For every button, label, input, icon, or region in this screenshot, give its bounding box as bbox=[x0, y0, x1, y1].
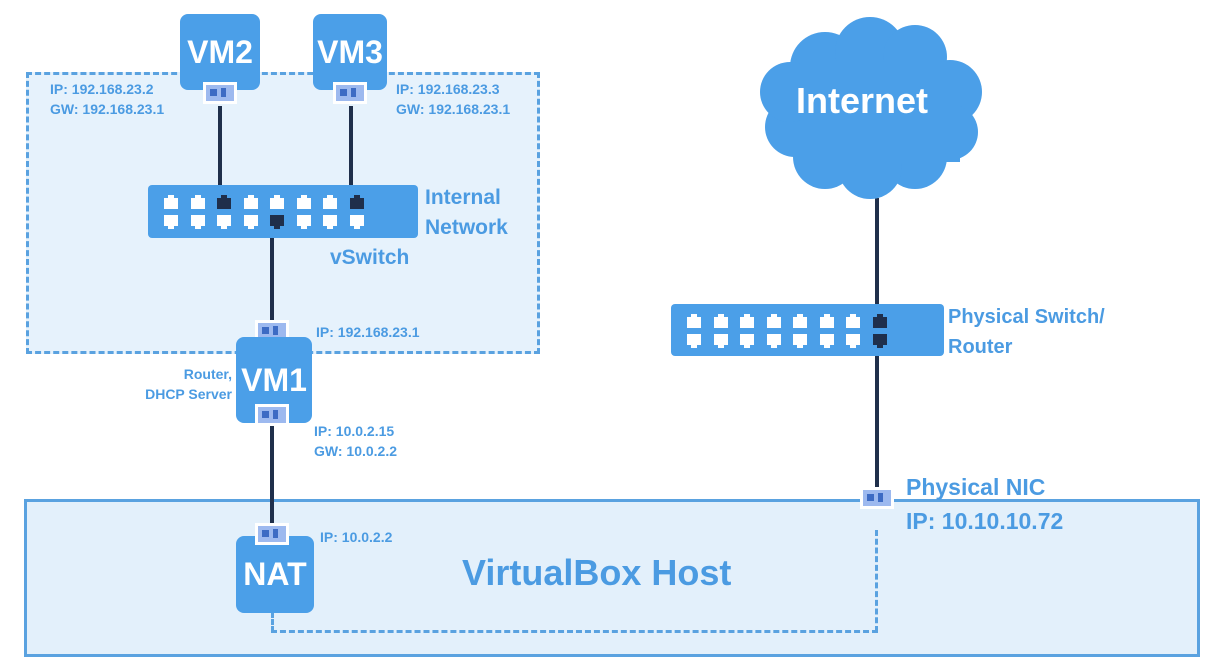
switch-port bbox=[793, 314, 807, 328]
switch-port bbox=[323, 215, 337, 229]
physical-nic-icon bbox=[860, 487, 894, 509]
physical-switch-label-line1: Physical Switch/ bbox=[948, 306, 1105, 328]
vm1-external-ip-label: IP: 10.0.2.15 GW: 10.0.2.2 bbox=[314, 421, 397, 461]
host-path-nat-down bbox=[271, 612, 274, 632]
vm1-internal-nic-icon bbox=[255, 320, 289, 342]
switch-port bbox=[740, 314, 754, 328]
host-path-horizontal bbox=[271, 630, 878, 633]
host-label: VirtualBox Host bbox=[462, 552, 732, 593]
cloud-icon bbox=[760, 17, 982, 199]
nat-name: NAT bbox=[243, 556, 307, 592]
physical-switch-label: Physical Switch/ Router bbox=[948, 302, 1105, 362]
switch-port bbox=[713, 314, 728, 328]
vm3-name: VM3 bbox=[317, 33, 383, 70]
switch-port bbox=[190, 215, 205, 229]
vm1-role-line2: DHCP Server bbox=[145, 386, 232, 402]
vm1-external-ip: IP: 10.0.2.15 bbox=[314, 423, 395, 439]
wire-switch-vm1 bbox=[270, 222, 274, 322]
internal-network-label-line1: Internal bbox=[425, 186, 501, 209]
physical-nic-name: Physical NIC bbox=[906, 474, 1046, 500]
vm3-ip: IP: 192.168.23.3 bbox=[396, 81, 500, 97]
switch-port bbox=[243, 215, 258, 229]
vm2-gw: GW: 192.168.23.1 bbox=[50, 101, 165, 117]
switch-port bbox=[793, 334, 807, 348]
internet-cloud[interactable] bbox=[755, 12, 995, 202]
switch-port bbox=[190, 195, 205, 209]
switch-port bbox=[296, 215, 311, 229]
switch-port bbox=[217, 215, 231, 229]
wire-physswitch-nic bbox=[875, 340, 879, 488]
wire-vm3-switch bbox=[349, 106, 353, 198]
physical-switch-label-line2: Router bbox=[948, 336, 1013, 358]
vm1-external-nic-icon bbox=[255, 404, 289, 426]
switch-port bbox=[846, 314, 860, 328]
switch-port bbox=[872, 314, 887, 328]
switch-port bbox=[243, 195, 258, 209]
vm1-role-line1: Router, bbox=[183, 366, 232, 382]
switch-port bbox=[687, 314, 701, 328]
vm3-box[interactable]: VM3 bbox=[313, 14, 387, 90]
switch-port bbox=[349, 195, 364, 209]
vm2-nic-icon bbox=[203, 82, 237, 104]
switch-port bbox=[323, 195, 337, 209]
vm2-ip-label: IP: 192.168.23.2 GW: 192.168.23.1 bbox=[50, 79, 164, 119]
vm1-internal-ip: IP: 192.168.23.1 bbox=[316, 324, 420, 340]
vm3-nic-icon bbox=[333, 82, 367, 104]
switch-port bbox=[349, 215, 364, 229]
switch-port bbox=[872, 334, 887, 348]
vm2-ip: IP: 192.168.23.2 bbox=[50, 81, 154, 97]
vm2-name: VM2 bbox=[187, 33, 253, 70]
switch-port bbox=[766, 314, 781, 328]
host-path-nic-down bbox=[875, 530, 878, 632]
internet-label: Internet bbox=[796, 80, 929, 121]
vm3-ip-label: IP: 192.168.23.3 GW: 192.168.23.1 bbox=[396, 79, 510, 119]
switch-port bbox=[164, 215, 178, 229]
switch-port bbox=[846, 334, 860, 348]
physical-nic-label: Physical NIC IP: 10.10.10.72 bbox=[906, 470, 1063, 538]
switch-port bbox=[713, 334, 728, 348]
switch-port bbox=[296, 195, 311, 209]
wire-vm1-nat bbox=[270, 424, 274, 524]
switch-port bbox=[217, 195, 231, 209]
switch-port bbox=[819, 334, 834, 348]
nat-nic-icon bbox=[255, 523, 289, 545]
wire-internet-physswitch bbox=[875, 198, 879, 316]
physical-nic-ip: IP: 10.10.10.72 bbox=[906, 508, 1064, 534]
nat-box[interactable]: NAT bbox=[236, 536, 314, 613]
vm3-gw: GW: 192.168.23.1 bbox=[396, 101, 511, 117]
switch-port bbox=[270, 215, 284, 229]
vm1-role-label: Router, DHCP Server bbox=[140, 364, 232, 404]
internal-network-label: Internal Network bbox=[425, 183, 508, 243]
wire-vm2-switch bbox=[218, 106, 222, 198]
physical-switch[interactable] bbox=[671, 304, 944, 356]
vm1-name: VM1 bbox=[241, 361, 307, 398]
switch-port bbox=[740, 334, 754, 348]
switch-port bbox=[766, 334, 781, 348]
vm2-box[interactable]: VM2 bbox=[180, 14, 260, 90]
switch-port bbox=[164, 195, 178, 209]
vm1-external-gw: GW: 10.0.2.2 bbox=[314, 443, 398, 459]
switch-port bbox=[270, 195, 284, 209]
vswitch-label: vSwitch bbox=[330, 246, 410, 269]
internal-network-label-line2: Network bbox=[425, 216, 508, 239]
nat-ip: IP: 10.0.2.2 bbox=[320, 529, 393, 545]
switch-port bbox=[819, 314, 834, 328]
switch-port bbox=[687, 334, 701, 348]
vswitch[interactable] bbox=[148, 185, 418, 238]
